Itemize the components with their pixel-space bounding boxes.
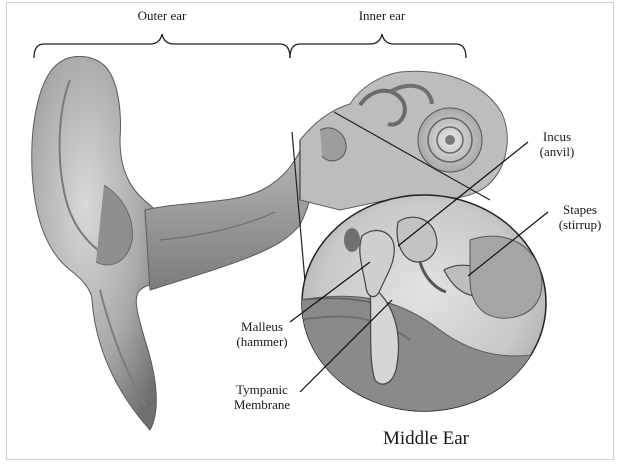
stapes-name: Stapes [548, 203, 612, 218]
tympanic-line2: Membrane [222, 398, 302, 413]
outer-ear-bracket [34, 34, 290, 58]
malleus-name: Malleus [226, 320, 298, 335]
tympanic-line1: Tympanic [222, 383, 302, 398]
stapes-label: Stapes (stirrup) [548, 203, 612, 233]
auricle [32, 56, 166, 430]
outer-ear-label: Outer ear [122, 9, 202, 24]
ear-canal [145, 138, 318, 290]
tympanic-membrane-label: Tympanic Membrane [222, 383, 302, 413]
stapes-alt-name: (stirrup) [548, 218, 612, 233]
inner-ear-bracket [290, 34, 466, 58]
inner-ear-label: Inner ear [342, 9, 422, 24]
malleus-alt-name: (hammer) [226, 335, 298, 350]
incus-alt-name: (anvil) [528, 145, 586, 160]
incus-name: Incus [528, 130, 586, 145]
middle-ear-title: Middle Ear [366, 428, 486, 450]
incus-label: Incus (anvil) [528, 130, 586, 160]
middle-ear-inset [300, 195, 560, 420]
inner-ear-structures [300, 71, 507, 210]
malleus-label: Malleus (hammer) [226, 320, 298, 350]
